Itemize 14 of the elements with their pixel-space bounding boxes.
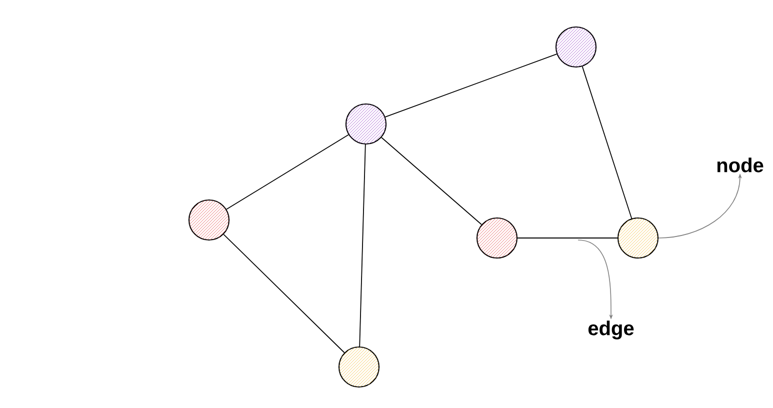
edge-line	[582, 66, 632, 219]
graph-node-circle	[338, 346, 380, 388]
edge-line	[384, 54, 558, 118]
edge-line	[223, 234, 345, 354]
edge-line	[226, 134, 349, 210]
graph-node-circle	[188, 199, 230, 241]
graph-node-circle	[555, 26, 597, 68]
label-text: node	[717, 158, 764, 172]
label-text: edge	[588, 320, 634, 340]
graph-node-circle	[617, 217, 659, 259]
edge-line	[381, 137, 482, 225]
graph-node-circle	[345, 103, 387, 145]
edge-line	[359, 144, 366, 347]
graph-node-circle	[476, 217, 518, 259]
